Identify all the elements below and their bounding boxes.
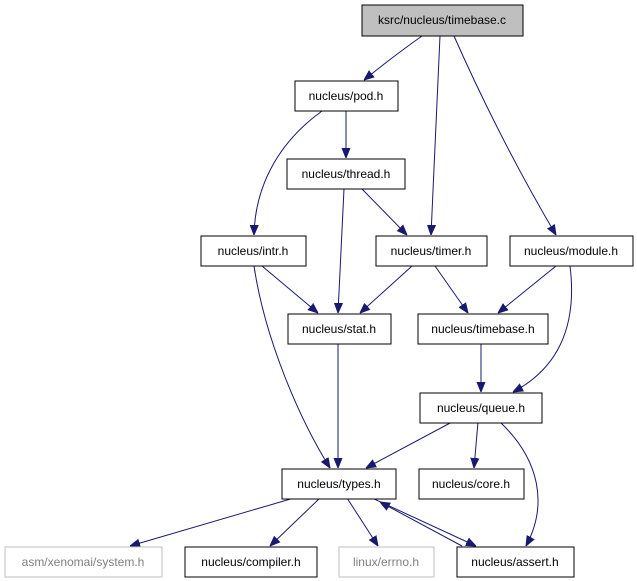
node-timebase-c[interactable]: ksrc/nucleus/timebase.c	[361, 4, 524, 37]
node-label: nucleus/module.h	[524, 244, 618, 258]
node-label: nucleus/pod.h	[309, 89, 384, 103]
dependency-edges	[130, 35, 573, 547]
node-label: nucleus/core.h	[432, 477, 510, 491]
node-system-h[interactable]: asm/xenomai/system.h	[4, 546, 163, 578]
node-stat-h[interactable]: nucleus/stat.h	[287, 313, 392, 345]
node-errno-h[interactable]: linux/errno.h	[338, 546, 435, 578]
edge-timebase-c-to-pod-h	[364, 35, 423, 80]
node-label: nucleus/compiler.h	[201, 555, 300, 569]
node-label: nucleus/assert.h	[471, 555, 558, 569]
file-nodes: ksrc/nucleus/timebase.c nucleus/pod.h nu…	[4, 4, 634, 578]
edge-timer-h-to-stat-h	[360, 265, 413, 313]
node-types-h[interactable]: nucleus/types.h	[281, 468, 397, 500]
edge-thread-h-to-timer-h	[361, 188, 407, 235]
node-core-h[interactable]: nucleus/core.h	[418, 468, 525, 500]
node-label: nucleus/thread.h	[302, 167, 391, 181]
edge-assert-h-to-types-h	[380, 502, 463, 547]
edge-pod-h-to-intr-h	[254, 110, 323, 235]
edge-timer-h-to-timebase-h	[434, 265, 468, 313]
node-queue-h[interactable]: nucleus/queue.h	[419, 392, 543, 424]
edge-module-h-to-timebase-h	[498, 265, 557, 313]
node-thread-h[interactable]: nucleus/thread.h	[286, 158, 406, 190]
edge-types-h-to-system-h	[130, 497, 295, 546]
node-label: nucleus/stat.h	[302, 322, 376, 336]
node-label: nucleus/timer.h	[391, 244, 472, 258]
node-timer-h[interactable]: nucleus/timer.h	[375, 235, 488, 267]
edge-types-h-to-assert-h	[371, 497, 476, 546]
node-module-h[interactable]: nucleus/module.h	[509, 235, 634, 267]
node-label: nucleus/queue.h	[437, 401, 525, 415]
node-intr-h[interactable]: nucleus/intr.h	[200, 235, 307, 267]
edge-module-h-to-queue-h	[513, 265, 573, 392]
node-compiler-h[interactable]: nucleus/compiler.h	[184, 546, 318, 578]
node-pod-h[interactable]: nucleus/pod.h	[294, 80, 399, 112]
edge-intr-h-to-types-h	[253, 265, 330, 468]
edge-queue-h-to-types-h	[366, 421, 453, 468]
node-timebase-h[interactable]: nucleus/timebase.h	[417, 313, 549, 345]
node-label: linux/errno.h	[353, 555, 419, 569]
node-label: ksrc/nucleus/timebase.c	[378, 13, 506, 27]
edge-queue-h-to-assert-h	[499, 421, 539, 546]
node-label: nucleus/types.h	[297, 477, 380, 491]
edge-queue-h-to-core-h	[474, 421, 478, 468]
node-label: nucleus/intr.h	[218, 244, 289, 258]
edge-thread-h-to-stat-h	[338, 188, 345, 313]
edge-timebase-c-to-module-h	[453, 35, 556, 235]
edge-types-h-to-compiler-h	[270, 497, 321, 546]
edge-timebase-c-to-timer-h	[431, 35, 441, 235]
node-assert-h[interactable]: nucleus/assert.h	[456, 546, 575, 578]
node-label: asm/xenomai/system.h	[22, 555, 145, 569]
edge-types-h-to-errno-h	[346, 497, 378, 546]
node-label: nucleus/timebase.h	[431, 322, 534, 336]
edge-intr-h-to-stat-h	[261, 265, 318, 313]
